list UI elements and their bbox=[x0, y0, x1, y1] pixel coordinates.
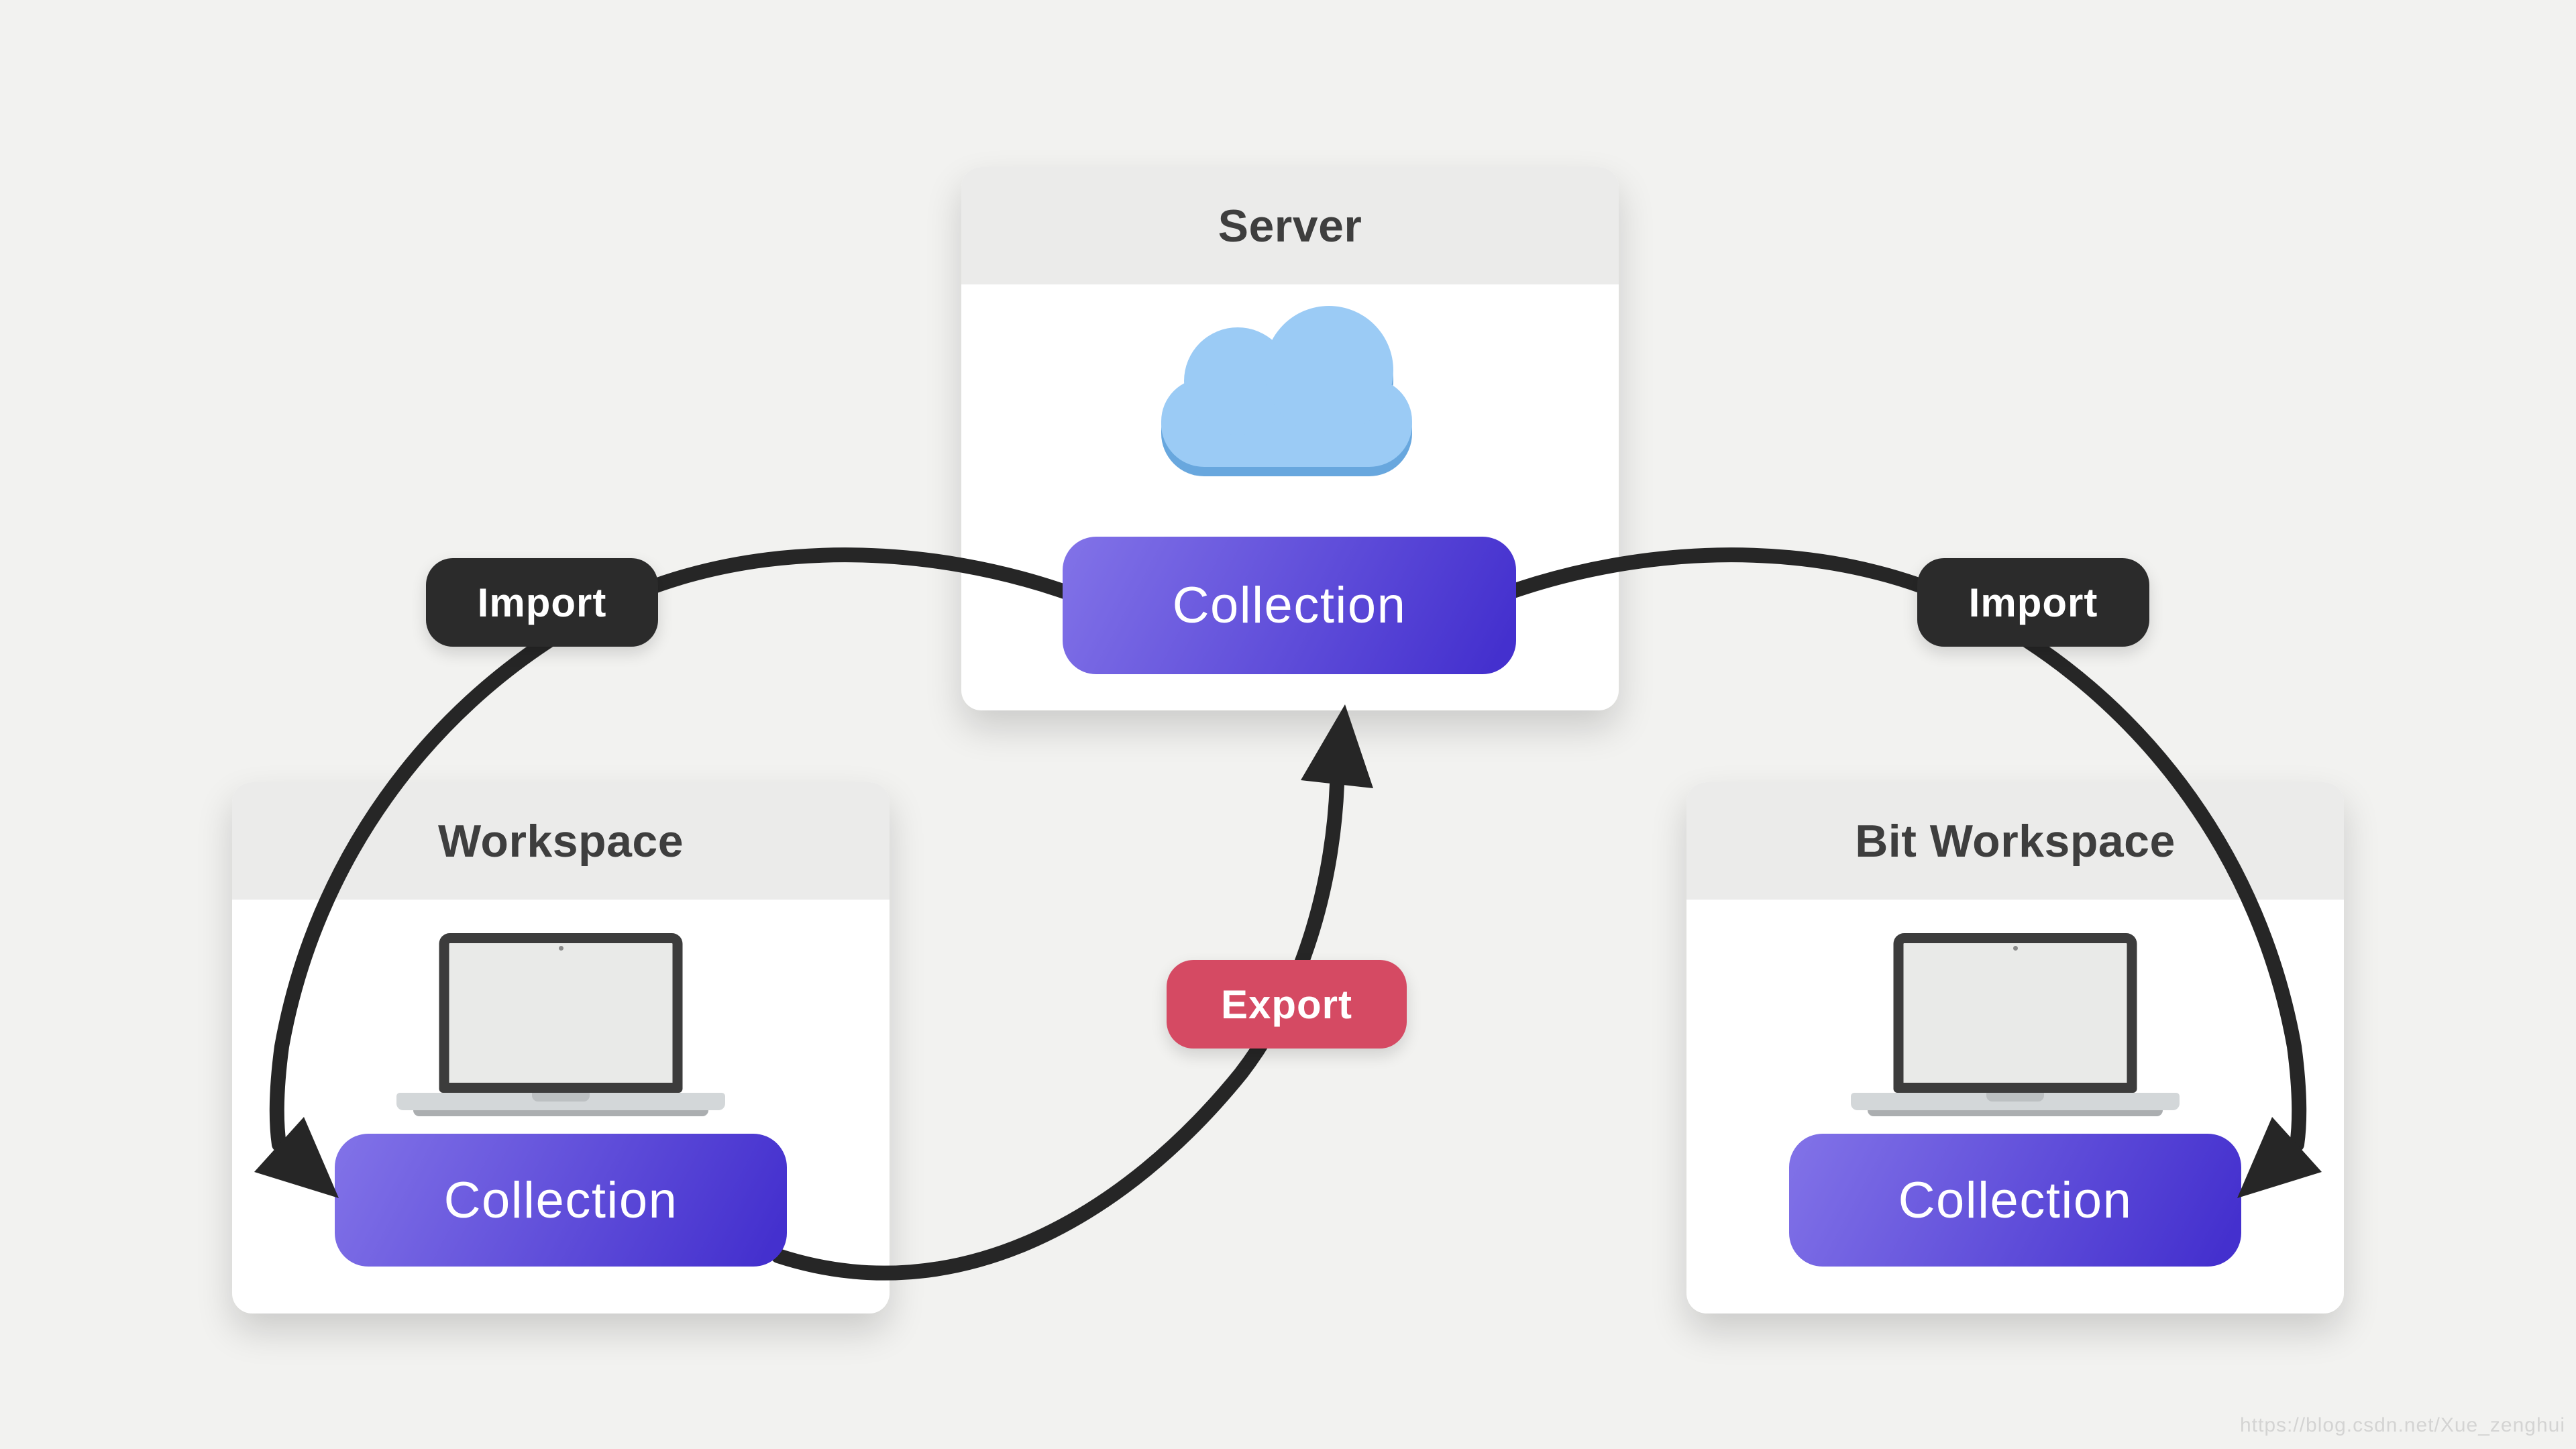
export-arrowhead-icon bbox=[1301, 704, 1373, 788]
laptop-notch bbox=[532, 1093, 590, 1102]
workspace-card: Workspace Collection bbox=[232, 782, 890, 1313]
cloud-icon bbox=[1161, 306, 1412, 476]
laptop-base bbox=[396, 1093, 725, 1110]
bit-workspace-card: Bit Workspace Collection bbox=[1686, 782, 2344, 1313]
server-card: Server Collection bbox=[961, 167, 1619, 710]
workspace-card-header: Workspace bbox=[232, 782, 890, 900]
laptop-notch bbox=[1986, 1093, 2044, 1102]
bit-workspace-card-header: Bit Workspace bbox=[1686, 782, 2344, 900]
server-collection-button[interactable]: Collection bbox=[1063, 537, 1516, 674]
laptop-base-shadow bbox=[1868, 1110, 2163, 1116]
export-label[interactable]: Export bbox=[1167, 960, 1407, 1049]
bit-workspace-card-title: Bit Workspace bbox=[1855, 815, 2176, 867]
import-label-right[interactable]: Import bbox=[1917, 558, 2149, 647]
laptop-base-shadow bbox=[413, 1110, 708, 1116]
bit-workspace-collection-button[interactable]: Collection bbox=[1789, 1134, 2241, 1267]
laptop-camera-dot bbox=[558, 946, 564, 951]
laptop-screen bbox=[439, 933, 683, 1093]
laptop-base bbox=[1851, 1093, 2180, 1110]
laptop-screen bbox=[1893, 933, 2137, 1093]
laptop-icon bbox=[232, 933, 890, 1128]
workspace-card-title: Workspace bbox=[437, 815, 684, 867]
server-card-title: Server bbox=[1218, 200, 1362, 252]
server-card-header: Server bbox=[961, 167, 1619, 284]
import-label-left[interactable]: Import bbox=[426, 558, 658, 647]
watermark-url: https://blog.csdn.net/Xue_zenghui bbox=[2240, 1414, 2565, 1436]
laptop-camera-dot bbox=[2012, 946, 2018, 951]
workspace-collection-button[interactable]: Collection bbox=[335, 1134, 787, 1267]
laptop-icon bbox=[1686, 933, 2344, 1128]
